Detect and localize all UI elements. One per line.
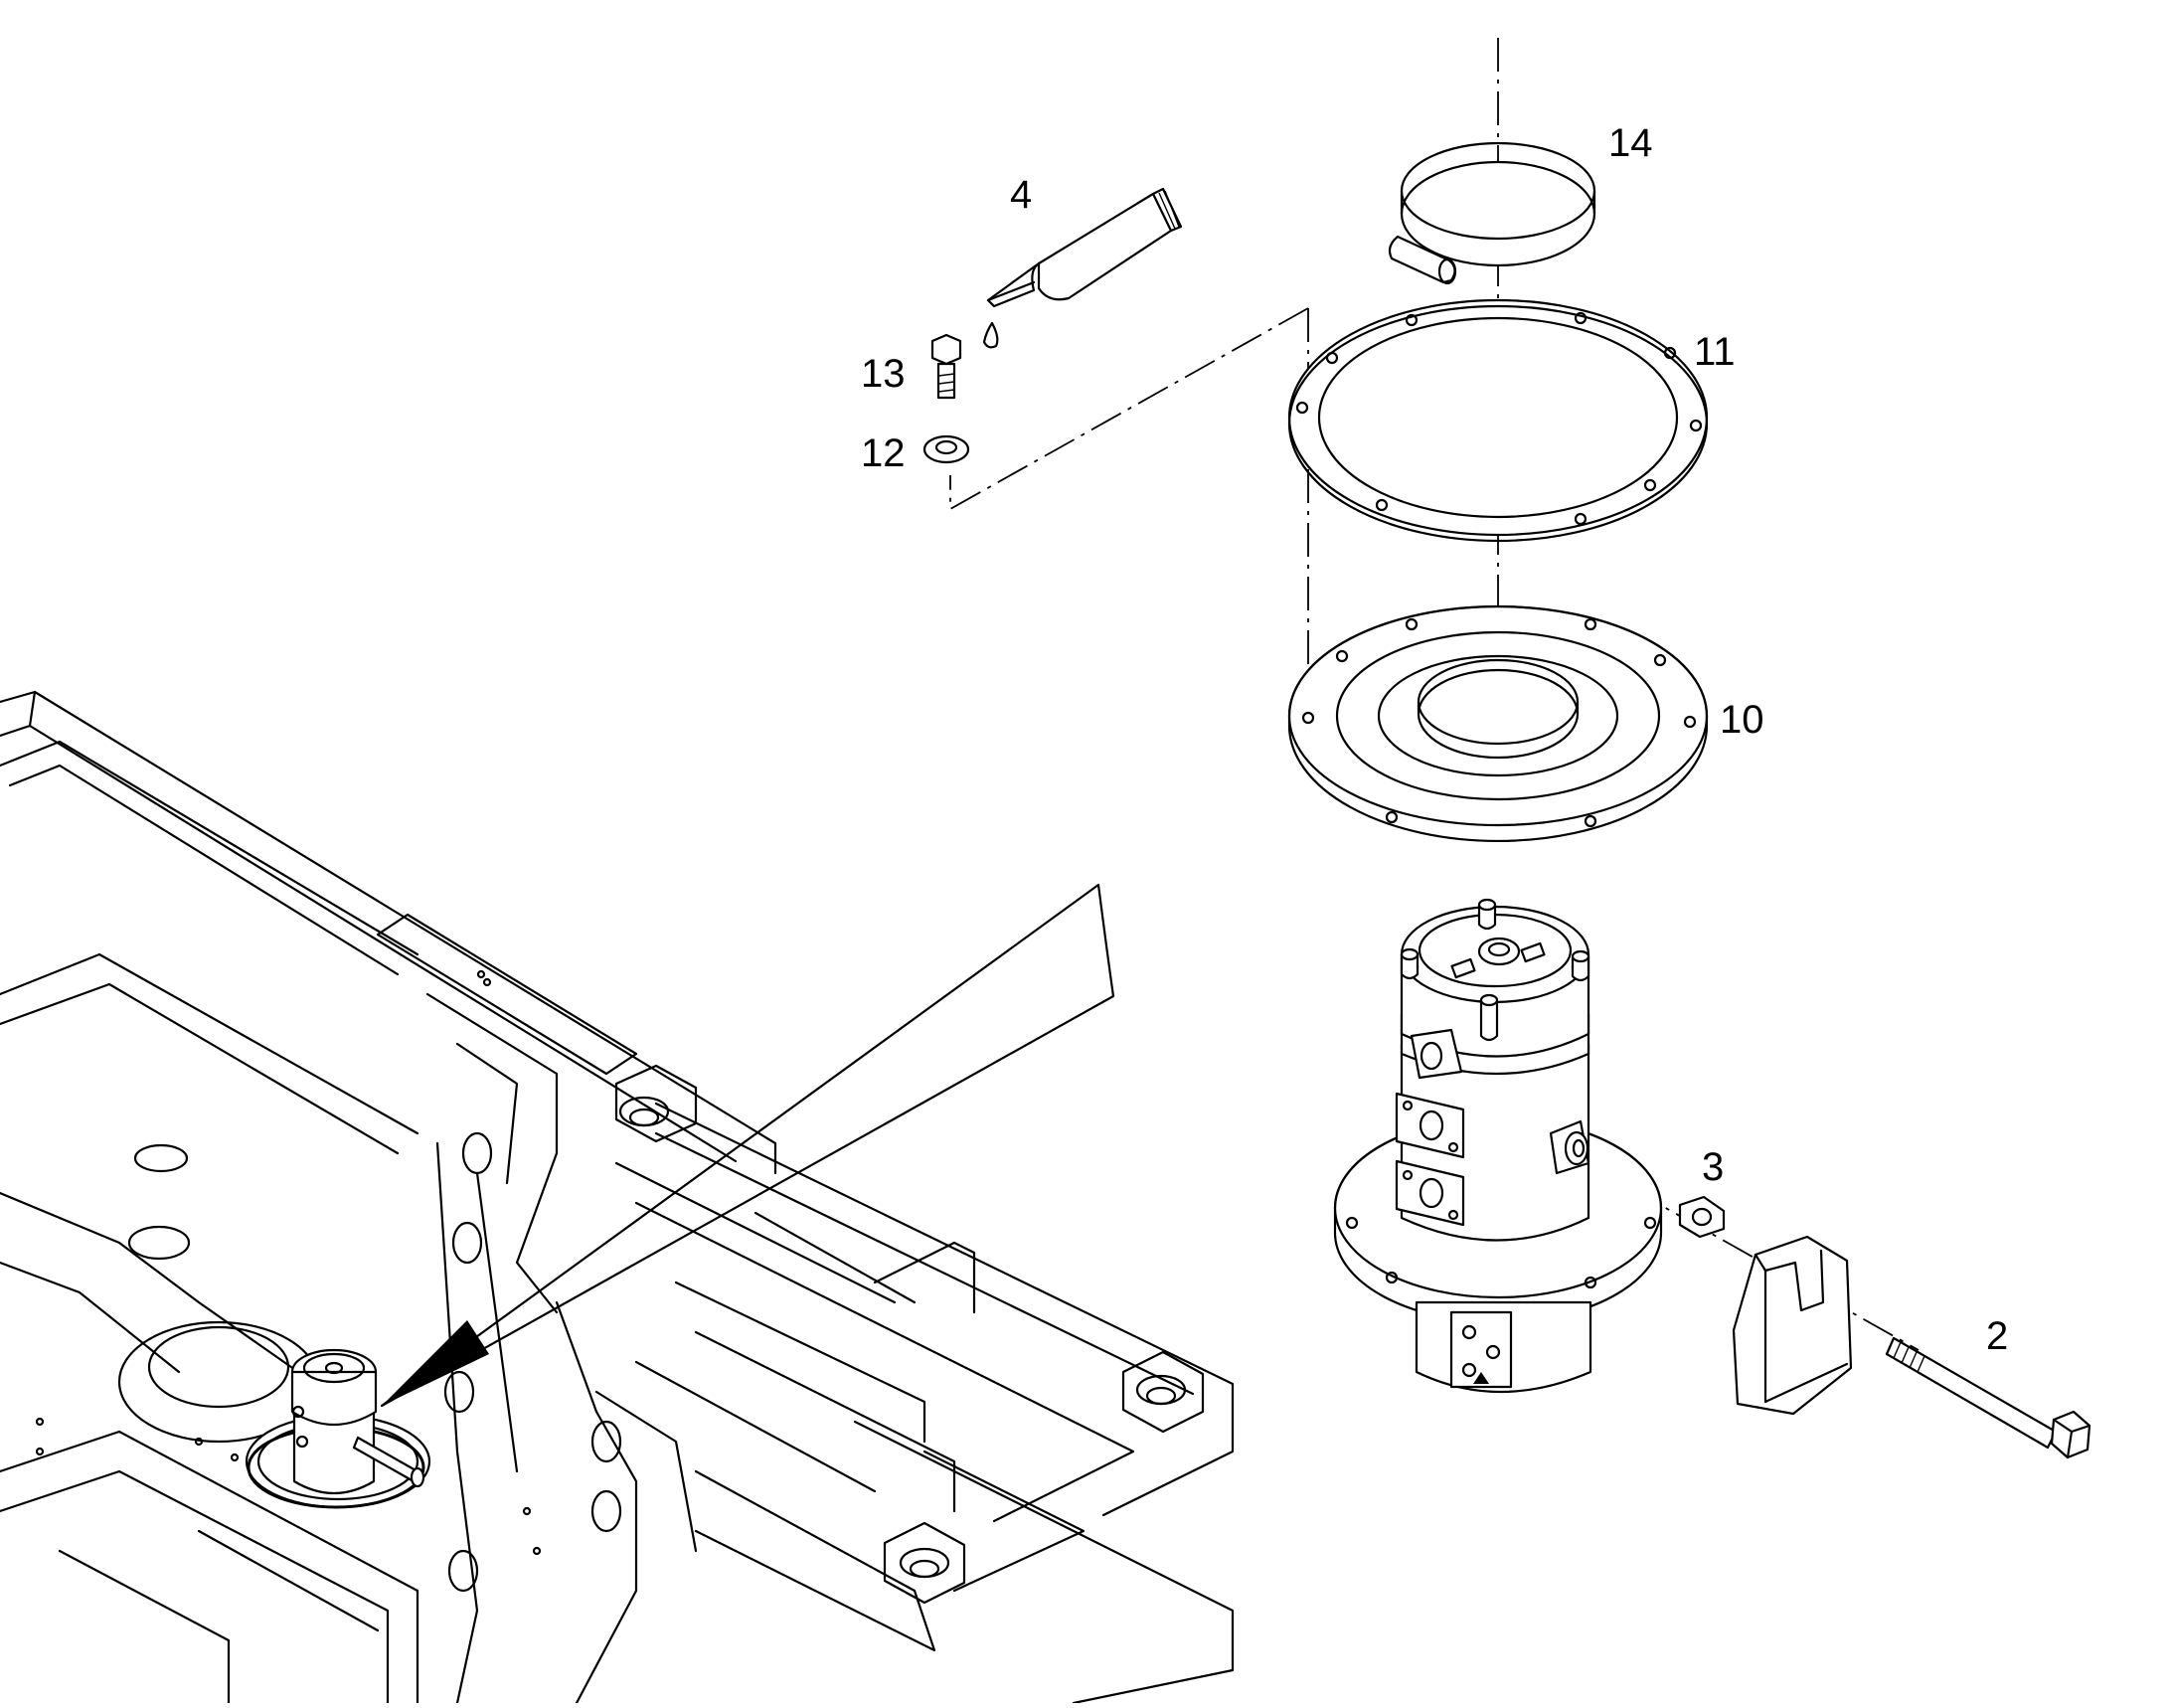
excavator-undercarriage-frame <box>0 690 1235 1705</box>
label-part-13: 13 <box>861 352 906 396</box>
label-part-2: 2 <box>1986 1314 2009 1358</box>
hose-clamp-part-14 <box>1388 141 1596 285</box>
installed-rotary-joint-detail <box>245 1348 431 1509</box>
rotary-joint-assembly <box>1333 898 1663 1394</box>
sealant-tube-part-4 <box>982 187 1183 349</box>
nut-part-3 <box>1678 1195 1726 1239</box>
label-part-10: 10 <box>1720 698 1764 742</box>
bolt-part-13 <box>930 333 962 400</box>
label-part-4: 4 <box>1010 173 1033 217</box>
label-part-3: 3 <box>1702 1145 1725 1189</box>
long-bolt-part-2 <box>1885 1336 2091 1459</box>
mounting-bracket <box>1732 1235 1853 1416</box>
label-part-12: 12 <box>861 431 906 475</box>
label-part-14: 14 <box>1608 121 1653 165</box>
flange-plate-part-10 <box>1287 604 1709 843</box>
washer-part-12 <box>922 434 970 464</box>
gasket-ring-part-11 <box>1287 298 1709 543</box>
label-part-11: 11 <box>1694 330 1736 374</box>
callout-pointer <box>380 883 1115 1408</box>
